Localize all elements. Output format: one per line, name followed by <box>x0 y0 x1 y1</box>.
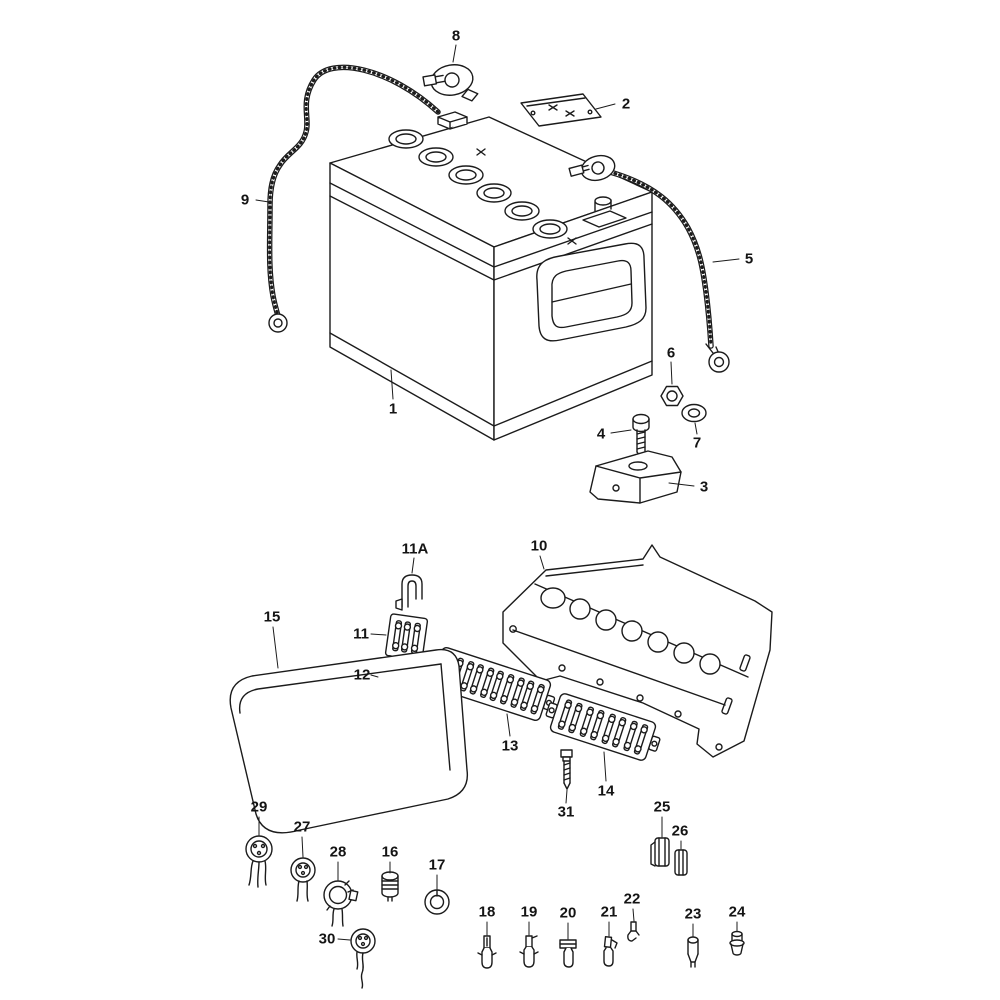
terminal-20-drawing <box>559 939 577 968</box>
nut-drawing <box>660 385 684 407</box>
part-label-19: 19 <box>520 903 538 921</box>
part-label-7: 7 <box>692 434 702 452</box>
grommet-17-drawing <box>424 889 450 915</box>
battery-drawing <box>329 111 653 441</box>
cover-drawing <box>229 648 469 834</box>
part-label-12: 12 <box>353 666 371 684</box>
sleeve-26-drawing <box>674 849 688 876</box>
part-label-11: 11 <box>353 625 369 643</box>
terminal-22-drawing <box>627 921 640 942</box>
fuse-strip-lower-drawing <box>545 693 661 761</box>
sleeve-25-drawing <box>650 837 670 867</box>
part-label-4: 4 <box>596 425 606 443</box>
part-label-15: 15 <box>263 608 281 626</box>
socket-27-drawing <box>290 857 316 902</box>
part-label-22: 22 <box>623 890 641 908</box>
retaining-clip-drawing <box>395 574 423 611</box>
terminal-19-drawing <box>519 935 539 968</box>
part-label-13: 13 <box>501 737 519 755</box>
mounting-panel-drawing <box>502 544 773 758</box>
part-label-23: 23 <box>684 905 702 923</box>
part-label-29: 29 <box>250 798 268 816</box>
part-label-3: 3 <box>699 478 709 496</box>
terminal-24-drawing <box>729 930 745 956</box>
part-label-27: 27 <box>293 818 311 836</box>
washer-drawing <box>681 403 707 423</box>
part-label-9: 9 <box>240 191 250 209</box>
part-label-14: 14 <box>597 782 615 800</box>
bushing-16-drawing <box>381 871 399 902</box>
part-label-11a: 11A <box>401 540 429 558</box>
socket-29-drawing <box>245 835 273 888</box>
ground-cable-drawing <box>266 64 441 333</box>
part-label-28: 28 <box>329 843 347 861</box>
socket-28-drawing <box>323 880 359 927</box>
screw-drawing <box>560 749 573 790</box>
part-label-1: 1 <box>388 400 398 418</box>
terminal-23-drawing <box>687 936 699 968</box>
part-label-16: 16 <box>381 843 399 861</box>
hold-down-bracket-drawing <box>589 450 682 504</box>
part-label-8: 8 <box>451 27 461 45</box>
terminal-21-drawing <box>603 936 618 967</box>
leader-lines <box>255 44 740 941</box>
positive-cable-drawing <box>607 169 730 373</box>
socket-30-drawing <box>350 928 376 989</box>
bolt-drawing <box>632 413 650 458</box>
part-label-26: 26 <box>671 822 689 840</box>
part-label-25: 25 <box>653 798 671 816</box>
part-label-17: 17 <box>428 856 446 874</box>
part-label-21: 21 <box>600 903 618 921</box>
part-label-24: 24 <box>728 903 746 921</box>
part-label-6: 6 <box>666 344 676 362</box>
part-label-18: 18 <box>478 903 496 921</box>
positive-terminal-clamp-drawing <box>568 154 616 182</box>
part-label-5: 5 <box>744 250 754 268</box>
part-label-30: 30 <box>318 930 336 948</box>
part-label-2: 2 <box>621 95 631 113</box>
part-label-20: 20 <box>559 904 577 922</box>
part-label-31: 31 <box>557 803 575 821</box>
terminal-18-drawing <box>477 935 497 969</box>
part-label-10: 10 <box>530 537 548 555</box>
terminal-clamp-drawing <box>422 64 479 102</box>
cover-plate-drawing <box>520 93 602 127</box>
